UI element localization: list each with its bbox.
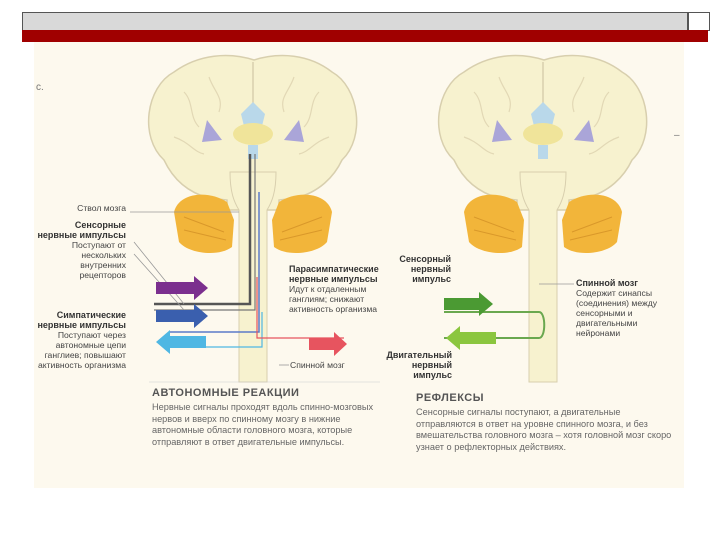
arrow-parasympathetic (309, 332, 347, 356)
label-sympathetic: Симпатические нервные импульсы Поступают… (34, 310, 126, 370)
label-motor-impulse: Двигательный нервный импульс (372, 350, 452, 380)
label-spinal-cord-right-text: Содержит синапсы (соединения) между сенс… (576, 288, 681, 338)
label-sympathetic-title: Симпатические нервные импульсы (34, 310, 126, 330)
scan-mark-left: с. (36, 82, 44, 93)
label-motor-impulse-title: Двигательный нервный импульс (372, 350, 452, 380)
right-cerebellum-r (562, 195, 622, 253)
scan-mark-right: – (674, 130, 680, 141)
label-sensory-impulses-text: Поступают от нескольких внутренних рецеп… (34, 240, 126, 280)
label-sensory-impulse: Сенсорный нервный импульс (379, 254, 451, 284)
label-spinal-cord-right-title: Спинной мозг (576, 278, 681, 288)
right-brainstem-spinal-cord (520, 172, 566, 382)
nervous-system-figure: Ствол мозга Сенсорные нервные импульсы П… (34, 42, 684, 488)
right-thalamus (523, 123, 563, 145)
arrow-motor-green (446, 326, 496, 350)
label-spinal-cord-left: Спинной мозг (290, 360, 345, 370)
label-brainstem: Ствол мозга (34, 203, 126, 213)
label-sensory-impulse-title: Сенсорный нервный импульс (379, 254, 451, 284)
caption-autonomic-text: Нервные сигналы проходят вдоль спинно-мо… (152, 402, 384, 448)
label-sensory-impulses: Сенсорные нервные импульсы Поступают от … (34, 220, 126, 280)
left-brain (149, 56, 357, 382)
slide-accent-bar (22, 30, 708, 42)
label-sympathetic-text: Поступают через автономные цепи ганглиев… (34, 330, 126, 370)
left-thalamus (233, 123, 273, 145)
right-cerebellum-l (464, 195, 524, 253)
arrow-sympathetic-out (156, 330, 206, 354)
arrow-sensory-purple (156, 276, 208, 300)
label-spinal-cord-right: Спинной мозг Содержит синапсы (соединени… (576, 278, 681, 338)
left-cerebellum-l (174, 195, 234, 253)
slide-title-bar (22, 12, 688, 31)
label-sensory-impulses-title: Сенсорные нервные импульсы (34, 220, 126, 240)
left-cerebellum-r (272, 195, 332, 253)
caption-reflex-text: Сенсорные сигналы поступают, а двигатель… (416, 407, 678, 453)
slide-corner-box (688, 12, 710, 31)
left-brainstem-spinal-cord (230, 172, 276, 382)
caption-reflex-title: РЕФЛЕКСЫ (416, 392, 484, 404)
label-parasympathetic-text: Идут к отдаленным ганглиям; снижают акти… (289, 284, 399, 314)
caption-autonomic-title: АВТОНОМНЫЕ РЕАКЦИИ (152, 387, 299, 399)
